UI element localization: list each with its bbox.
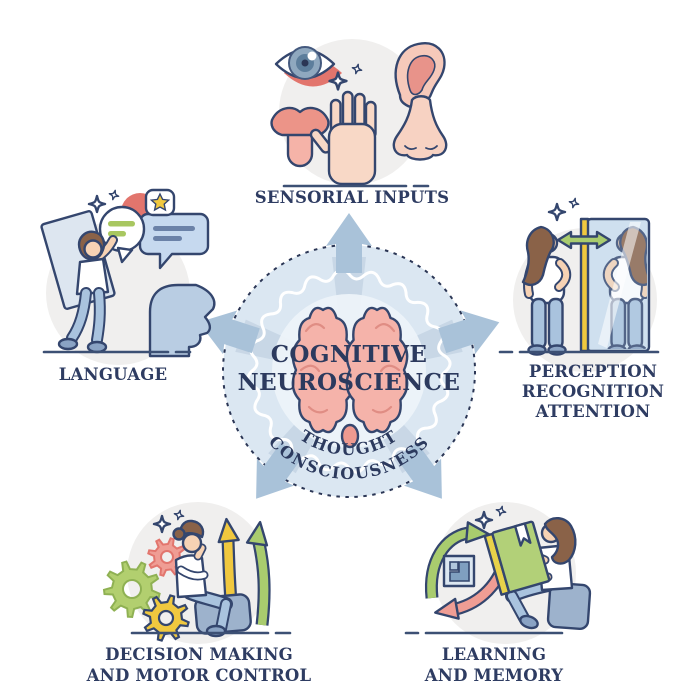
hair bbox=[543, 517, 577, 565]
person-decision bbox=[172, 519, 252, 638]
book-icon bbox=[483, 520, 551, 596]
sparkle-icon bbox=[547, 202, 567, 222]
speech-bubble-star bbox=[144, 188, 176, 217]
vignette-language: LANGUAGE bbox=[40, 188, 216, 384]
label-decision-1: DECISION MAKING bbox=[105, 645, 293, 664]
gear-icon bbox=[142, 594, 190, 642]
sparkle-icon bbox=[107, 188, 121, 202]
hair-bun bbox=[172, 527, 186, 541]
person-perception bbox=[521, 225, 572, 356]
arrow-lower-left bbox=[256, 442, 302, 499]
wavy-ring bbox=[246, 268, 452, 474]
head-profile bbox=[148, 283, 216, 358]
dashed-border bbox=[222, 244, 476, 498]
arrow-upper-left bbox=[198, 310, 260, 355]
hair bbox=[179, 519, 205, 539]
ear-icon bbox=[394, 42, 446, 109]
brain-icon bbox=[291, 306, 409, 449]
radiating-arrows bbox=[198, 213, 500, 499]
label-decision-2: AND MOTOR CONTROL bbox=[86, 666, 312, 685]
eye-icon bbox=[274, 46, 342, 87]
arrow-up bbox=[326, 213, 372, 273]
label-language: LANGUAGE bbox=[59, 365, 168, 384]
sparkle-icon bbox=[87, 194, 107, 214]
hair bbox=[521, 225, 555, 286]
sparkle-icon bbox=[567, 196, 581, 210]
center-title-line2: NEUROSCIENCE bbox=[238, 369, 461, 396]
star-icon bbox=[149, 192, 171, 212]
arrow-upper-right bbox=[438, 310, 500, 355]
mouth-icon bbox=[270, 106, 330, 168]
hand-icon bbox=[309, 90, 377, 186]
memory-square-icon bbox=[442, 554, 476, 588]
label-recognition: RECOGNITION bbox=[522, 382, 664, 401]
vignette-sensorial-inputs: SENSORIAL INPUTS bbox=[255, 39, 449, 207]
arrow-lower-right bbox=[396, 442, 442, 499]
vignette-decision: DECISION MAKING AND MOTOR CONTROL bbox=[86, 502, 312, 685]
nose-icon bbox=[392, 95, 448, 161]
person-language bbox=[57, 230, 118, 354]
label-attention: ATTENTION bbox=[535, 402, 651, 421]
double-arrow-icon bbox=[556, 230, 612, 250]
mirror-sheen bbox=[598, 222, 641, 348]
label-perception: PERCEPTION bbox=[529, 362, 657, 381]
label-learning-2: AND MEMORY bbox=[424, 666, 563, 685]
bookmark-ribbon bbox=[513, 522, 532, 547]
vignette-learning: LEARNING AND MEMORY bbox=[404, 502, 592, 685]
center-title-line1: COGNITIVE bbox=[271, 341, 428, 368]
label-learning-1: LEARNING bbox=[442, 645, 546, 664]
brain-folds bbox=[299, 323, 401, 414]
center-hub: COGNITIVE NEUROSCIENCE THOUGHT CONSCIOUS… bbox=[198, 213, 500, 499]
vignette-perception: PERCEPTION RECOGNITION ATTENTION bbox=[498, 196, 664, 421]
label-sensorial-inputs: SENSORIAL INPUTS bbox=[255, 188, 449, 207]
